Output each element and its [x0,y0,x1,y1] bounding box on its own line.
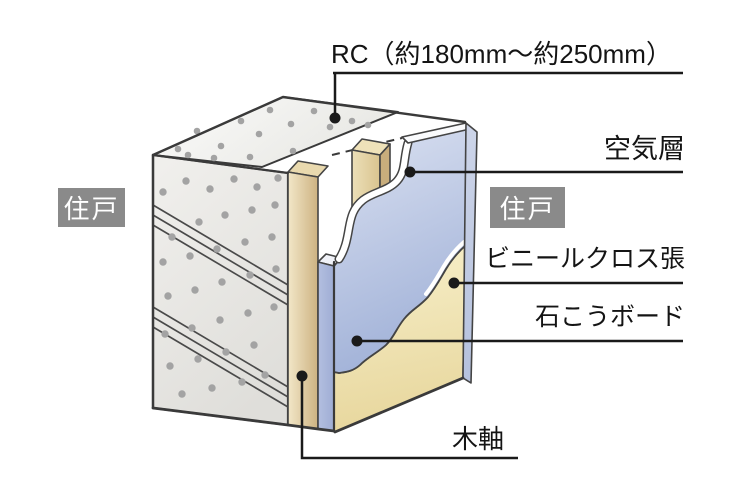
leader-lines [300,71,683,460]
speckle-dots-top [174,106,372,162]
label-gypsum-board: 石こうボード [534,303,685,331]
hidden-edge-dashed-line [331,137,403,156]
panel-end-face [462,122,478,384]
anchor-dot-vinyl [448,277,460,289]
leader-line-wood [300,376,518,460]
gypsum-cut-ribbon [334,138,413,264]
anchor-dot-rc [329,112,341,124]
vinyl-edge-highlight [424,240,466,296]
label-air-layer: 空気層 [604,134,685,164]
gypsum-strip-face [317,261,335,432]
leader-dots [296,112,460,382]
anchor-dot-air-layer [404,166,416,178]
leader-line-rc [333,71,683,118]
label-rc-thickness: RC（約180mm〜約250mm） [331,39,672,69]
concrete-face [151,153,290,427]
anchor-dot-wood [296,370,308,382]
label-vinyl-cloth: ビニールクロス張 [484,245,685,273]
speckle-dots-face [159,174,282,398]
label-wood-frame: 木軸 [452,424,505,454]
unit-badge-right: 住戸 [490,187,565,228]
assembly-outlines [151,95,467,434]
concrete-hatch-lines [152,204,289,408]
anchor-dot-gypsum [351,335,363,347]
unit-badge-left: 住戸 [58,188,125,227]
wood-stud-front [287,160,329,430]
